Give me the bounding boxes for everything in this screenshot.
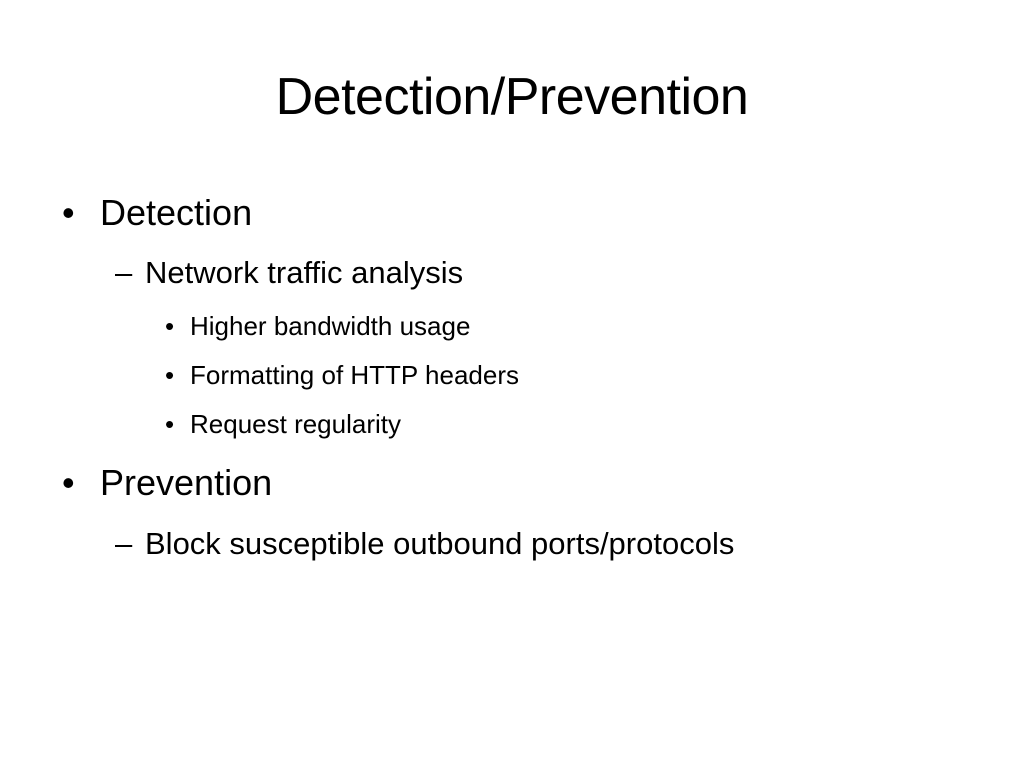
sub-bullet-block-susceptible-ports: –Block susceptible outbound ports/protoc… [115, 525, 734, 563]
bullet-text: Detection [100, 192, 253, 233]
sub-sub-bullet-request-regularity: • Request regularity [165, 408, 401, 440]
sub-bullet-network-traffic-analysis: –Network traffic analysis [115, 254, 463, 292]
bullet-item-detection: • Detection [62, 191, 252, 235]
bullet-text: Prevention [100, 462, 273, 503]
slide-title: Detection/Prevention [275, 68, 749, 126]
bullet-marker: • [165, 409, 175, 439]
sub-sub-bullet-higher-bandwidth-usage: • Higher bandwidth usage [165, 310, 470, 342]
bullet-marker: • [62, 192, 75, 233]
bullet-marker: • [165, 311, 175, 341]
dash-marker: – [115, 526, 133, 561]
sub-bullet-text: Network traffic analysis [145, 255, 464, 290]
bullet-marker: • [165, 360, 175, 390]
sub-bullet-text: Block susceptible outbound ports/protoco… [145, 526, 735, 561]
sub-sub-bullet-text: Higher bandwidth usage [190, 311, 471, 341]
bullet-marker: • [62, 462, 75, 503]
sub-sub-bullet-formatting-of-http-headers: • Formatting of HTTP headers [165, 359, 519, 391]
bullet-item-prevention: • Prevention [62, 461, 272, 505]
sub-sub-bullet-text: Request regularity [190, 409, 401, 439]
dash-marker: – [115, 255, 133, 290]
sub-sub-bullet-text: Formatting of HTTP headers [190, 360, 519, 390]
